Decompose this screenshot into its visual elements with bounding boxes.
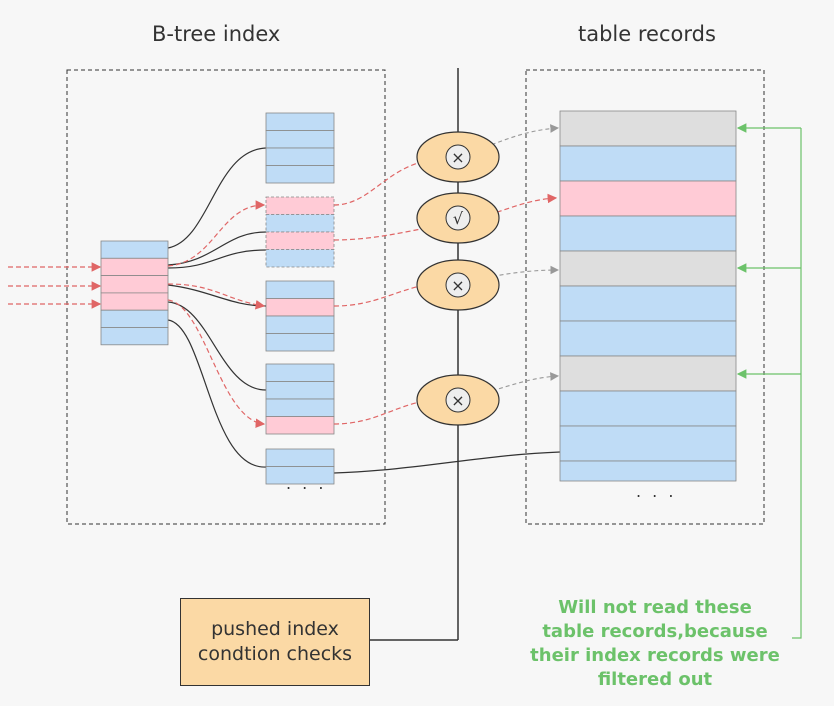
leaf-3-row <box>265 333 335 352</box>
check-result-circle <box>445 387 471 413</box>
leaf-1-row <box>265 112 335 131</box>
filtered-out-note: Will not read these table records,becaus… <box>530 597 780 690</box>
leaf-3-row <box>265 298 335 317</box>
leaf-5-row <box>265 466 335 485</box>
root-node-row <box>100 292 169 311</box>
leaf-4-row <box>265 363 335 382</box>
check-result-mark: × <box>451 276 464 295</box>
root-to-leaf-arrow <box>167 283 266 310</box>
leaf-3-row <box>265 315 335 334</box>
root-node-row <box>100 275 169 294</box>
table-record-row <box>559 320 737 357</box>
skip-bracket <box>792 128 802 639</box>
leaf-1-row <box>265 147 335 166</box>
leaf-5-row <box>265 448 335 467</box>
root-node-row <box>100 327 169 346</box>
btree-link-0 <box>167 147 267 249</box>
table-records-title: table records <box>578 22 716 46</box>
leaf-4-row <box>265 398 335 417</box>
table-record-row <box>559 285 737 322</box>
btree-leaf-ellipsis: . . . <box>286 474 327 493</box>
leaf-to-check-arrow <box>333 396 432 425</box>
leaf-to-check-arrow <box>333 280 432 307</box>
btree-link-1 <box>167 231 267 266</box>
table-records-ellipsis: . . . <box>636 482 677 501</box>
btree-index-title: B-tree index <box>152 22 281 46</box>
check-result-mark: √ <box>453 209 464 228</box>
check-result-circle <box>445 272 471 298</box>
table-record-row <box>559 215 737 252</box>
root-to-leaf-arrow <box>167 200 266 267</box>
leaf-2-row <box>265 249 335 268</box>
check-result-mark: × <box>451 391 464 410</box>
table-record-row <box>559 425 737 462</box>
leaf-3-row <box>265 280 335 299</box>
table-record-row <box>559 390 737 427</box>
table-record-row <box>559 460 737 482</box>
btree-link-3 <box>167 284 267 307</box>
table-record-row <box>559 355 737 392</box>
table-records-container <box>525 69 765 525</box>
table-record-row <box>559 145 737 182</box>
btree-link-5 <box>167 319 267 468</box>
table-record-row <box>559 250 737 287</box>
leaf-to-check-arrow <box>333 156 432 206</box>
check-result-circle <box>445 205 471 231</box>
root-node-row <box>100 309 169 328</box>
btree-index-container <box>66 69 386 525</box>
leaf-4-row <box>265 416 335 435</box>
check-result-mark: × <box>451 148 464 167</box>
leaf-2-row <box>265 196 335 215</box>
root-node-row <box>100 240 169 259</box>
leaf-1-row <box>265 165 335 184</box>
root-node-row <box>100 257 169 276</box>
leaf-to-table-link <box>333 451 561 474</box>
btree-link-2 <box>167 249 267 269</box>
btree-link-4 <box>167 301 267 391</box>
leaf-2-row <box>265 214 335 233</box>
check-result-circle <box>445 144 471 170</box>
leaf-4-row <box>265 381 335 400</box>
leaf-1-row <box>265 130 335 149</box>
leaf-2-row <box>265 231 335 250</box>
table-record-row <box>559 180 737 217</box>
pushed-index-condition-checks-box: pushed index condtion checks <box>180 598 370 686</box>
root-to-leaf-arrow <box>167 299 266 428</box>
table-record-row <box>559 110 737 147</box>
